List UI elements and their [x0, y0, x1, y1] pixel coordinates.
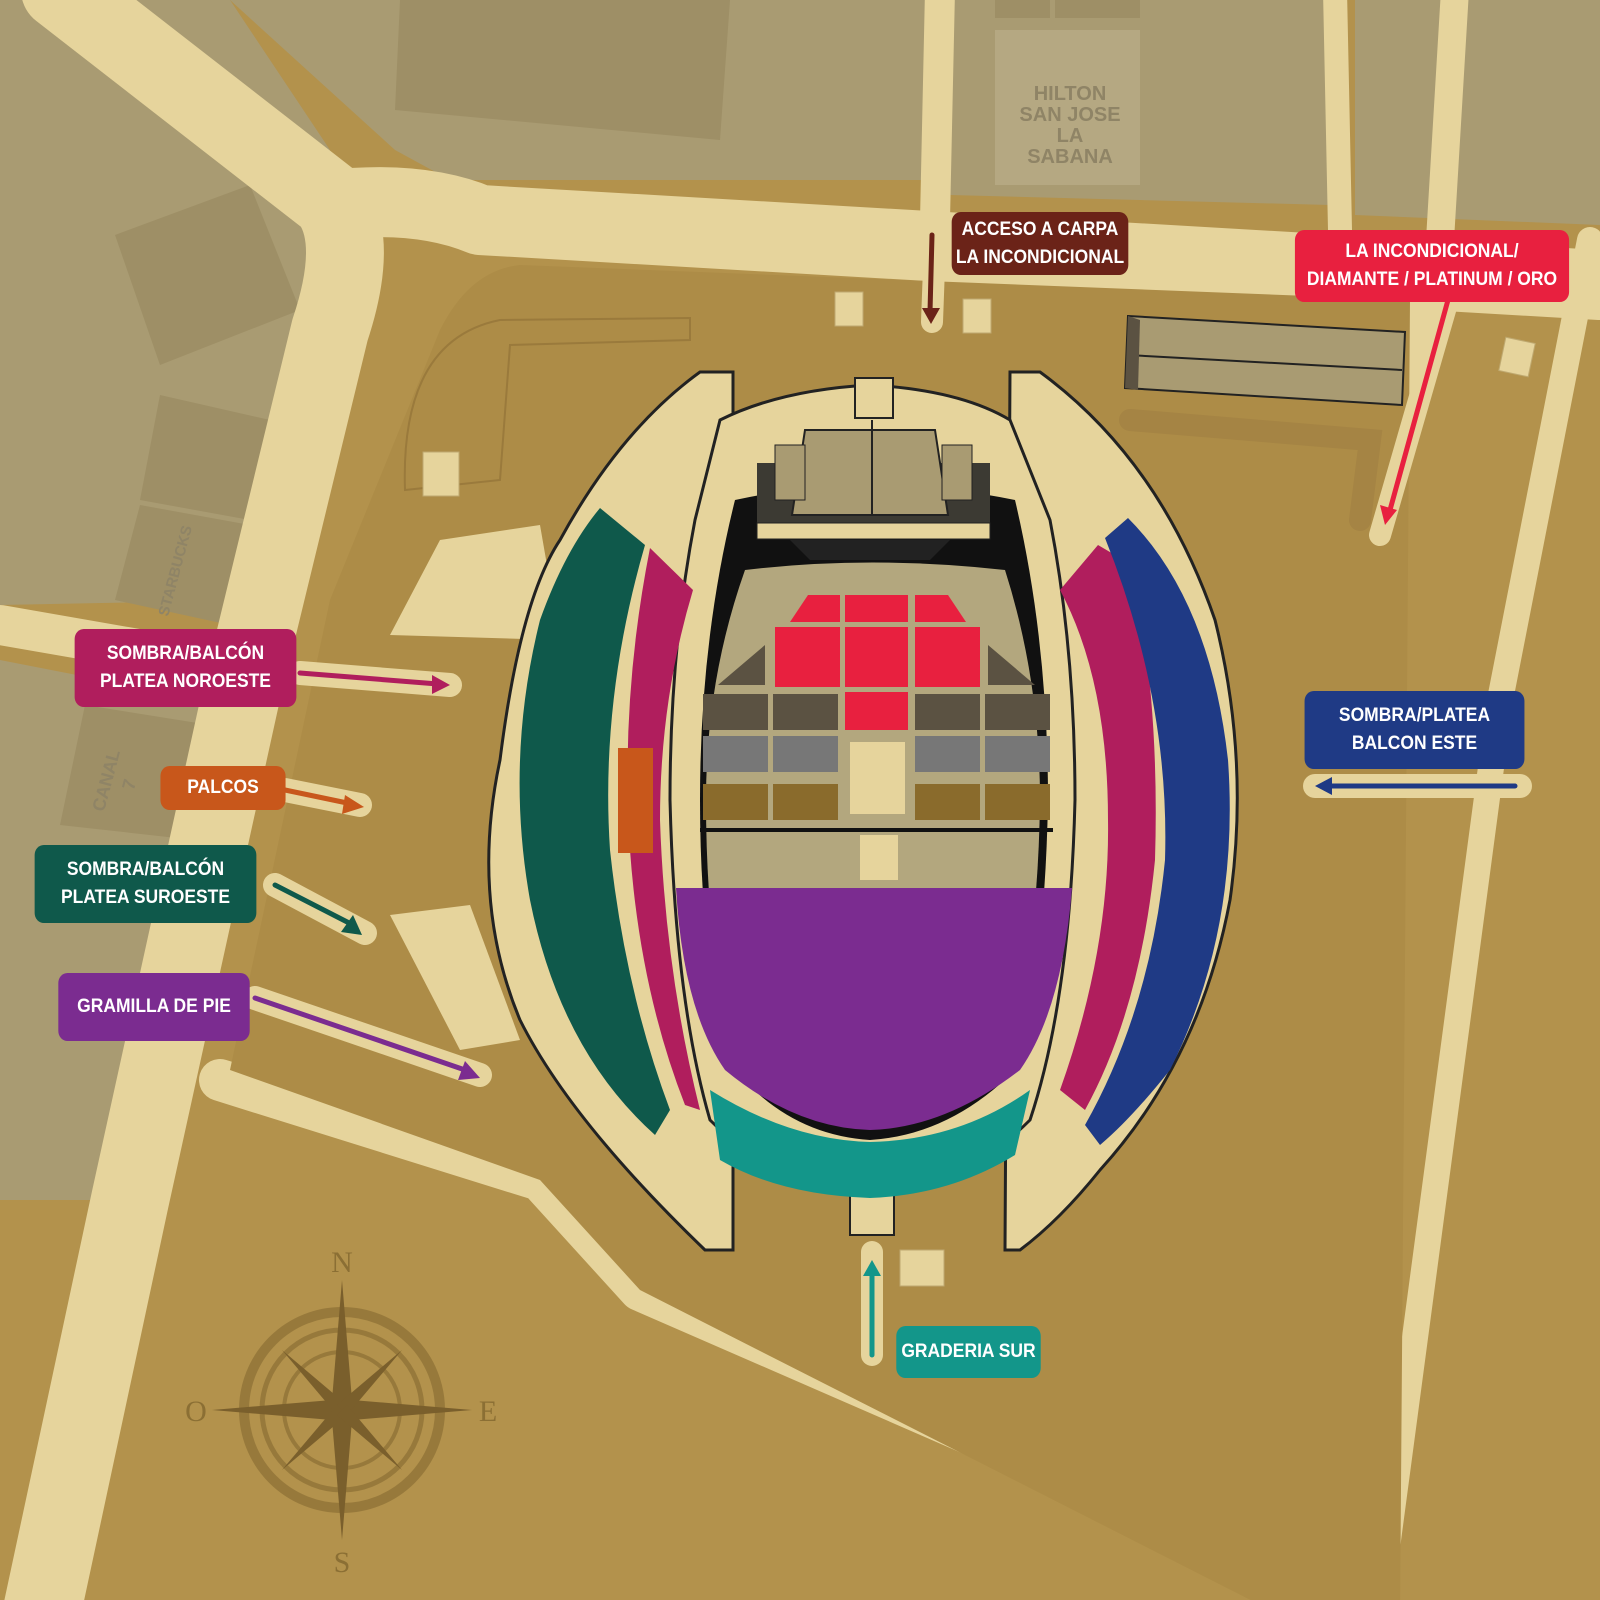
- label-este-line-1: SOMBRA/PLATEA: [1338, 705, 1491, 726]
- arrows: [243, 229, 1532, 1366]
- compass-east: E: [479, 1395, 497, 1428]
- plaza-outline: [403, 316, 691, 492]
- stadium: [487, 370, 1239, 1252]
- section-este-magenta-shape: [1060, 545, 1156, 1110]
- kiosks: [422, 291, 1536, 1287]
- hotel-label-3: LA: [1057, 125, 1084, 147]
- label-gramilla[interactable]: GRAMILLA DE PIE: [58, 973, 250, 1041]
- hotel-label-1: HILTON: [1034, 83, 1107, 105]
- label-balcon-este[interactable]: SOMBRA/PLATEA BALCON ESTE: [1304, 691, 1525, 769]
- label-suroeste-line-2: PLATEA SUROESTE: [61, 887, 230, 908]
- section-graderia-shape: [710, 1090, 1030, 1198]
- compass-north: N: [331, 1246, 353, 1279]
- stage: [756, 420, 991, 560]
- label-noroeste-line-1: SOMBRA/BALCÓN: [106, 643, 265, 664]
- label-platea-suroeste[interactable]: SOMBRA/BALCÓN PLATEA SUROESTE: [34, 845, 257, 923]
- label-platea-noroeste[interactable]: SOMBRA/BALCÓN PLATEA NOROESTE: [74, 629, 297, 707]
- label-acceso-carpa[interactable]: ACCESO A CARPA LA INCONDICIONAL: [951, 212, 1129, 275]
- building-northeast: [1123, 314, 1407, 407]
- west-plazas: [390, 525, 560, 1050]
- label-acceso-line-2: LA INCONDICIONAL: [955, 246, 1125, 268]
- label-incondicional-line-2: DIAMANTE / PLATINUM / ORO: [1306, 269, 1558, 290]
- section-suroeste-shape: [519, 508, 670, 1135]
- label-noroeste-line-2: PLATEA NOROESTE: [100, 671, 271, 692]
- section-este-shape: [1085, 518, 1230, 1145]
- section-palcos-shape: [618, 748, 653, 853]
- label-palcos-line-1: PALCOS: [187, 777, 259, 798]
- floor-blocks: [700, 645, 1053, 880]
- compass-rose: [212, 1280, 472, 1540]
- label-gramilla-line-1: GRAMILLA DE PIE: [77, 996, 231, 1017]
- label-acceso-line-1: ACCESO A CARPA: [961, 218, 1119, 240]
- label-graderia-line-1: GRADERIA SUR: [901, 1341, 1036, 1362]
- hotel-label-2: SAN JOSE: [1019, 104, 1120, 126]
- compass-letters: N S E O: [185, 1246, 497, 1579]
- label-suroeste-line-1: SOMBRA/BALCÓN: [66, 859, 225, 880]
- hotel-label-4: SABANA: [1027, 146, 1113, 168]
- label-incondicional-line-1: LA INCONDICIONAL/: [1345, 241, 1519, 262]
- section-noroeste-shape: [627, 548, 700, 1110]
- canal-label-2: 7: [118, 777, 140, 792]
- plaza-path: [1119, 409, 1383, 531]
- label-incondicional[interactable]: LA INCONDICIONAL/ DIAMANTE / PLATINUM / …: [1294, 230, 1570, 302]
- section-incondicional-shape: [775, 595, 980, 730]
- compass-west: O: [185, 1395, 207, 1428]
- label-este-line-2: BALCON ESTE: [1351, 733, 1478, 754]
- label-graderia-sur[interactable]: GRADERIA SUR: [896, 1326, 1041, 1378]
- compass-south: S: [334, 1546, 351, 1579]
- label-palcos[interactable]: PALCOS: [160, 766, 286, 810]
- section-gramilla-shape: [676, 888, 1072, 1130]
